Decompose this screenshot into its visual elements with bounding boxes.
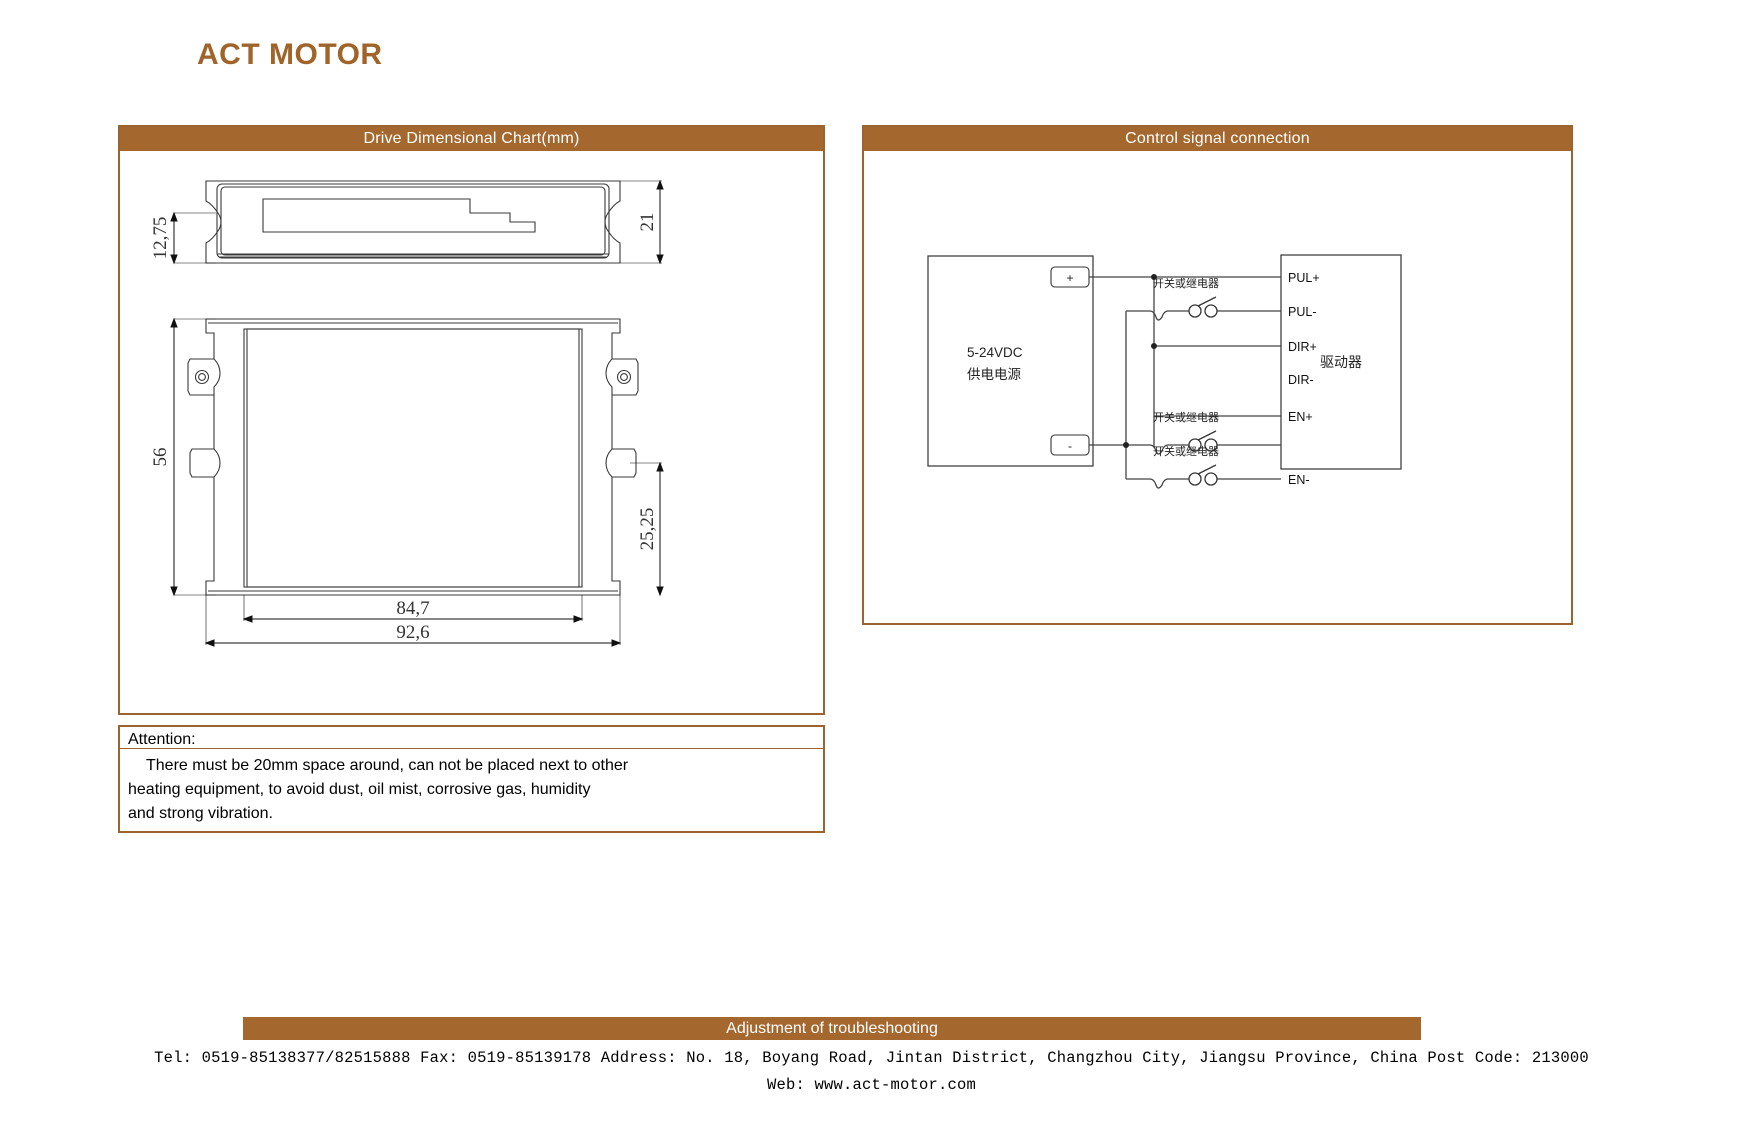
brand-logo-text: ACT MOTOR: [197, 38, 383, 71]
dim-mount-offset: 25,25: [637, 508, 658, 551]
supply-negative-terminal-label: -: [1068, 439, 1072, 453]
driver-terminal-en-minus: EN-: [1288, 473, 1310, 487]
drive-dimensional-chart-panel: Drive Dimensional Chart(mm): [118, 125, 825, 715]
attention-line-1: There must be 20mm space around, can not…: [146, 757, 629, 774]
dimensional-drawing: 12,75 21: [150, 179, 664, 647]
driver-box-label: 驱动器: [1320, 354, 1362, 370]
footer-contact-line-2: Web: www.act-motor.com: [766, 1076, 977, 1094]
dim-length-inner: 84,7: [396, 598, 429, 619]
attention-line-2: heating equipment, to avoid dust, oil mi…: [128, 781, 591, 798]
attention-line-3: and strong vibration.: [128, 805, 273, 822]
footer-contact: Tel: 0519-85138377/82515888 Fax: 0519-85…: [0, 1045, 1743, 1099]
supply-source-label: 供电电源: [967, 367, 1021, 382]
attention-heading: Attention:: [120, 727, 823, 749]
supply-positive-terminal-label: +: [1066, 271, 1073, 285]
switch-relay-label-3: 开关或继电器: [1153, 444, 1219, 458]
troubleshooting-section-bar: Adjustment of troubleshooting: [243, 1017, 1421, 1040]
drive-dimensional-chart-body: 12,75 21: [120, 151, 823, 713]
control-signal-connection-panel: Control signal connection 5-24VDC 供电电源 +…: [862, 125, 1573, 625]
driver-terminal-dir-minus: DIR-: [1288, 373, 1314, 387]
switch-relay-label-2: 开关或继电器: [1153, 410, 1219, 424]
dim-height-right: 21: [637, 213, 658, 232]
driver-terminal-pul-minus: PUL-: [1288, 305, 1316, 319]
control-signal-schematic: 5-24VDC 供电电源 + - 驱动器: [927, 254, 1402, 489]
driver-terminal-pul-plus: PUL+: [1288, 271, 1320, 285]
supply-voltage-label: 5-24VDC: [967, 345, 1023, 360]
control-signal-connection-body: 5-24VDC 供电电源 + - 驱动器: [864, 151, 1571, 623]
dim-height-left: 12,75: [150, 217, 171, 260]
drive-dimensional-chart-title: Drive Dimensional Chart(mm): [120, 127, 823, 151]
dim-width-body: 56: [150, 448, 171, 467]
driver-terminal-dir-plus: DIR+: [1288, 340, 1317, 354]
footer-contact-line-1: Tel: 0519-85138377/82515888 Fax: 0519-85…: [154, 1049, 1589, 1067]
attention-body: There must be 20mm space around, can not…: [120, 749, 823, 826]
control-signal-connection-title: Control signal connection: [864, 127, 1571, 151]
driver-terminal-en-plus: EN+: [1288, 410, 1313, 424]
switch-relay-label-1: 开关或继电器: [1153, 276, 1219, 290]
dim-length-outer: 92,6: [396, 622, 429, 643]
attention-panel: Attention: There must be 20mm space arou…: [118, 725, 825, 833]
